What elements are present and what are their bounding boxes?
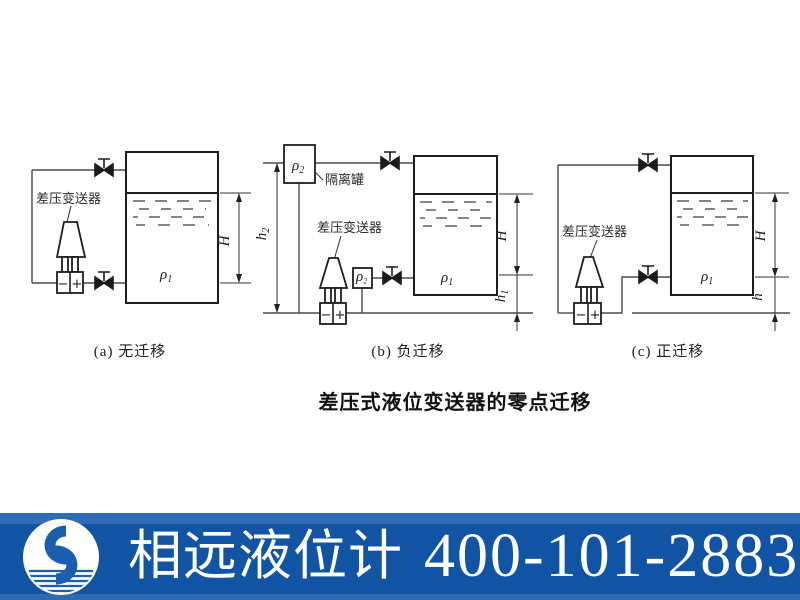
hp-port-label: + [335, 308, 346, 323]
transmitter-label-a: 差压变送器 [36, 191, 101, 206]
lp-port-label: − [58, 277, 69, 292]
isolation-pot-b: ρ2 [283, 144, 316, 184]
diagram-a: ρ1 差压变送器 − + H [31, 151, 251, 304]
valve-icon-a-top [94, 158, 114, 177]
pot-density-label: ρ2 [291, 158, 304, 176]
diagram-c: 差压变送器 − + ρ1 [557, 153, 790, 331]
liquid-dashes [133, 200, 212, 226]
tank-c: ρ1 [670, 155, 754, 296]
transmitter-label-b: 差压变送器 [317, 220, 382, 235]
hp-port-label: + [72, 277, 83, 292]
dim-h2-label: h2 [254, 228, 272, 241]
tank-body [125, 151, 219, 304]
xiangyuan-wave-logo-icon [23, 519, 99, 595]
banner-bottom-strip [0, 594, 800, 600]
transmitter-b: − + [318, 235, 349, 325]
valve-icon-c-top [638, 153, 658, 172]
hp-port-label: + [590, 308, 601, 323]
valve-icon-c-side [638, 265, 658, 284]
dimension-h1-b: h1 [493, 275, 520, 331]
brand-name: 相远液位计 [128, 526, 403, 586]
transmitter-c: − + [573, 239, 605, 325]
dimension-h2-b: h2 [254, 163, 280, 313]
hotline-number: 400-101-2883 [424, 522, 800, 590]
dimension-H-a: H [217, 192, 251, 284]
tank-a: ρ1 [125, 151, 219, 304]
caption-c: (c) 正迁移 [631, 344, 705, 360]
caption-a: (a) 无迁移 [93, 344, 167, 360]
dim-h1-label: h1 [493, 290, 511, 303]
dim-H-label-a: H [217, 234, 233, 247]
liquid-dashes [420, 201, 492, 227]
small-pot-b: ρ2 [352, 267, 373, 289]
dim-h-label: h [750, 293, 766, 301]
dimension-H-b: H [494, 193, 533, 276]
figure-title: 差压式液位变送器的零点迁移 [318, 392, 592, 414]
valve-icon-b-side [382, 266, 402, 285]
valve-icon-a-bottom [94, 271, 114, 290]
tank-b: ρ1 [413, 155, 498, 296]
footer-banner: 相远液位计 400-101-2883 [0, 513, 800, 600]
lp-port-label: − [576, 308, 587, 323]
knot-mark [44, 525, 78, 585]
tank-density-label-b: ρ1 [440, 270, 453, 288]
dim-H-label-c: H [753, 229, 769, 242]
isolation-pot-label: 隔离罐 [325, 172, 364, 187]
diagram-canvas: ρ1 差压变送器 − + H [31, 144, 790, 331]
banner-top-strip [0, 513, 800, 524]
transmitter-a: − + [55, 205, 87, 294]
valve-icon-b-top [380, 151, 400, 170]
transmitter-label-c: 差压变送器 [562, 224, 627, 239]
dim-H-label-b: H [494, 229, 510, 242]
lp-port-label: − [321, 308, 332, 323]
dimension-h-c: h [750, 277, 778, 331]
dimension-H-c: H [753, 192, 789, 278]
small-pot-density-label: ρ2 [355, 269, 367, 286]
diagram-b: ρ2 隔离罐 ρ2 差压变送器 − + [254, 144, 533, 331]
impulse-piping-a [31, 169, 126, 284]
transmitter-capsule [55, 221, 87, 258]
liquid-dashes [677, 200, 748, 226]
caption-b: (b) 负迁移 [371, 344, 445, 360]
tank-density-label-c: ρ1 [700, 269, 713, 287]
tank-density-label-a: ρ1 [159, 267, 172, 285]
